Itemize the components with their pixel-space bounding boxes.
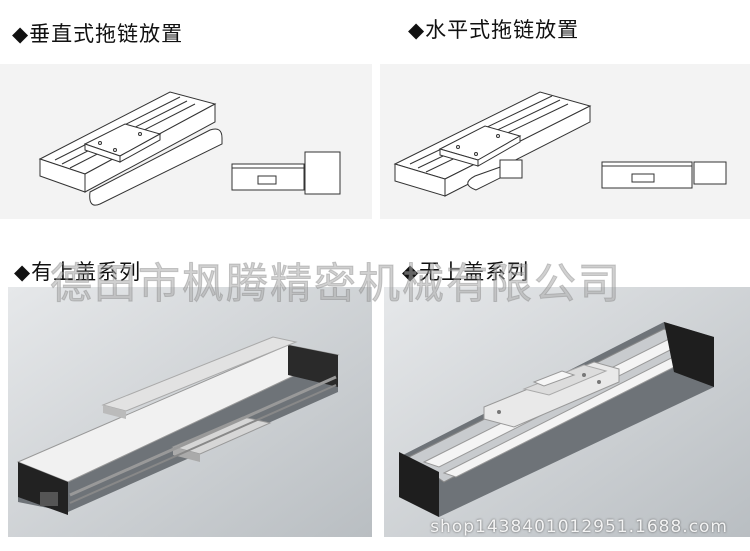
uncovered-series-render (384, 287, 750, 537)
heading-with-cover-series: ◆有上盖系列 (14, 260, 142, 284)
vertical-drag-chain-drawing (0, 64, 372, 219)
heading-horizontal-drag-chain: ◆水平式拖链放置 (408, 18, 580, 42)
heading-vertical-drag-chain: ◆垂直式拖链放置 (12, 22, 184, 46)
horizontal-drag-chain-drawing (380, 64, 750, 219)
shop-url-watermark: shop1438401012951.1688.com (430, 517, 728, 537)
heading-without-cover-series: ◆无上盖系列 (402, 260, 530, 284)
covered-series-render (8, 287, 372, 537)
company-watermark: 德田市枫腾精密机械有限公司 (49, 259, 623, 309)
